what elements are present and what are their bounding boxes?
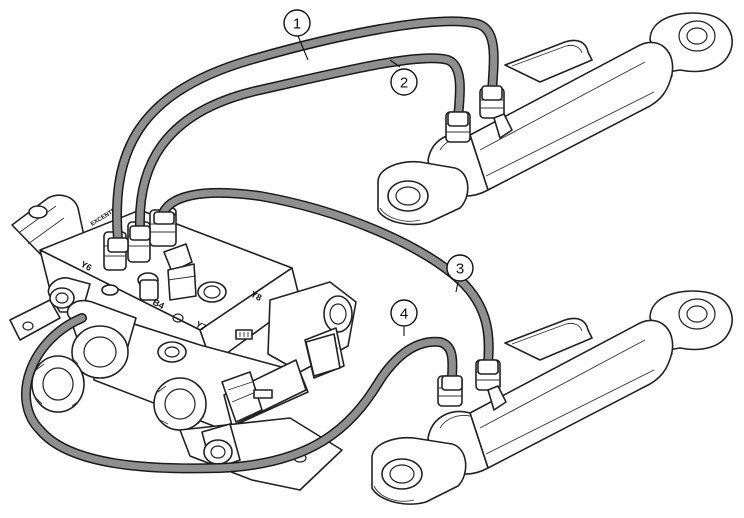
port-label-y7: Y7	[194, 319, 208, 333]
callout-2: 2	[389, 59, 418, 96]
lower-cylinder	[371, 290, 733, 505]
port-label-b4: B4	[151, 297, 166, 311]
callout-3-label: 3	[456, 261, 464, 278]
callout-2-label: 2	[400, 75, 408, 92]
hoses	[20, 16, 499, 474]
port-label-y8: Y8	[249, 289, 263, 303]
callout-1-label: 1	[293, 16, 301, 33]
valve-block-assembly	[9, 194, 357, 491]
callout-4: 4	[390, 299, 418, 336]
callout-4-label: 4	[400, 306, 408, 323]
port-label-y6: Y6	[79, 259, 93, 273]
callout-3: 3	[446, 254, 474, 293]
callout-1: 1	[283, 9, 311, 61]
upper-cylinder	[377, 12, 733, 226]
